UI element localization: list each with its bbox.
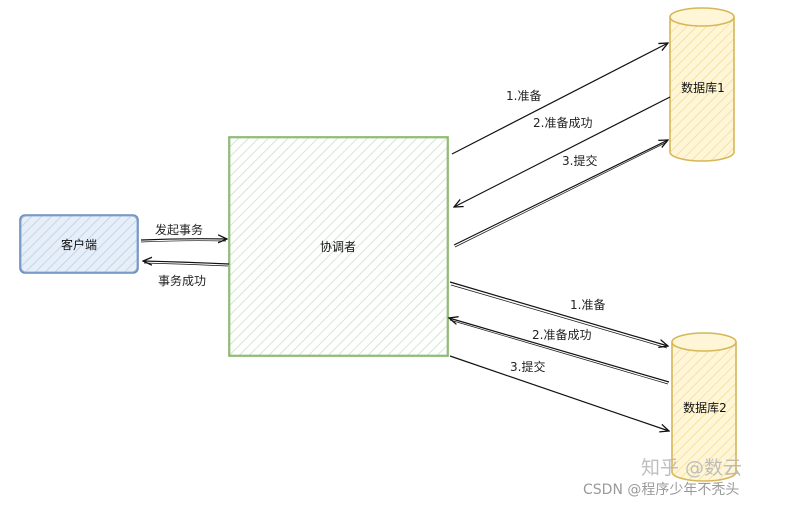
edge-label-db1-prepare: 1.准备 [506,89,541,103]
edge-label-start-transaction: 发起事务 [155,222,203,237]
client-label: 客户端 [61,237,97,252]
edge-label-db1-prepare-success: 2.准备成功 [533,116,592,130]
edge-label-db2-prepare-success: 2.准备成功 [532,328,591,342]
edge-label-db2-commit: 3.提交 [510,359,545,374]
edge-transaction-success: 事务成功 [143,261,230,288]
database-1-node: 数据库1 [669,7,735,162]
coordinator-node: 协调者 [228,136,449,357]
edge-db1-commit: 3.提交 [453,140,668,248]
database-2-label: 数据库2 [683,400,727,415]
edge-db1-prepare: 1.准备 [451,43,668,155]
edge-label-db1-commit: 3.提交 [562,153,597,168]
edge-label-transaction-success: 事务成功 [158,273,206,288]
edge-db1-prepare-success: 2.准备成功 [454,96,671,207]
edge-db2-commit: 3.提交 [449,355,669,431]
zhihu-watermark: 知乎 @数云 [641,457,742,479]
database-2-node: 数据库2 [671,332,737,482]
edge-label-db2-prepare: 1.准备 [570,298,605,312]
edge-db2-prepare-success: 2.准备成功 [449,318,670,385]
client-node: 客户端 [19,214,139,274]
coordinator-label: 协调者 [320,239,356,254]
edge-db2-prepare: 1.准备 [449,281,668,349]
csdn-watermark: CSDN @程序少年不秃头 [583,482,739,498]
edge-start-transaction: 发起事务 [140,222,227,242]
database-1-label: 数据库1 [681,80,725,95]
